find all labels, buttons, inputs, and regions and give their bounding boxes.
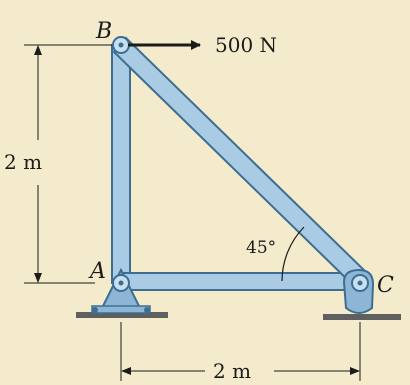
vertical-dimension-label: 2 m bbox=[4, 150, 42, 174]
member-bc bbox=[112, 36, 369, 289]
support-c bbox=[342, 268, 375, 314]
point-label-a: A bbox=[88, 259, 106, 284]
horizontal-dimension bbox=[120, 322, 361, 381]
ground-right bbox=[323, 314, 401, 320]
angle-arc bbox=[281, 226, 305, 282]
force-label: 500 N bbox=[215, 33, 277, 57]
vertical-dimension bbox=[24, 44, 112, 284]
point-label-c: C bbox=[377, 273, 394, 298]
joint-b bbox=[112, 36, 130, 54]
member-ab bbox=[111, 44, 131, 284]
horizontal-dimension-label: 2 m bbox=[213, 359, 251, 383]
ground-left bbox=[76, 312, 168, 318]
point-label-b: B bbox=[95, 19, 112, 44]
member-ac bbox=[120, 272, 362, 291]
support-a bbox=[91, 267, 151, 314]
angle-label: 45° bbox=[246, 238, 276, 258]
